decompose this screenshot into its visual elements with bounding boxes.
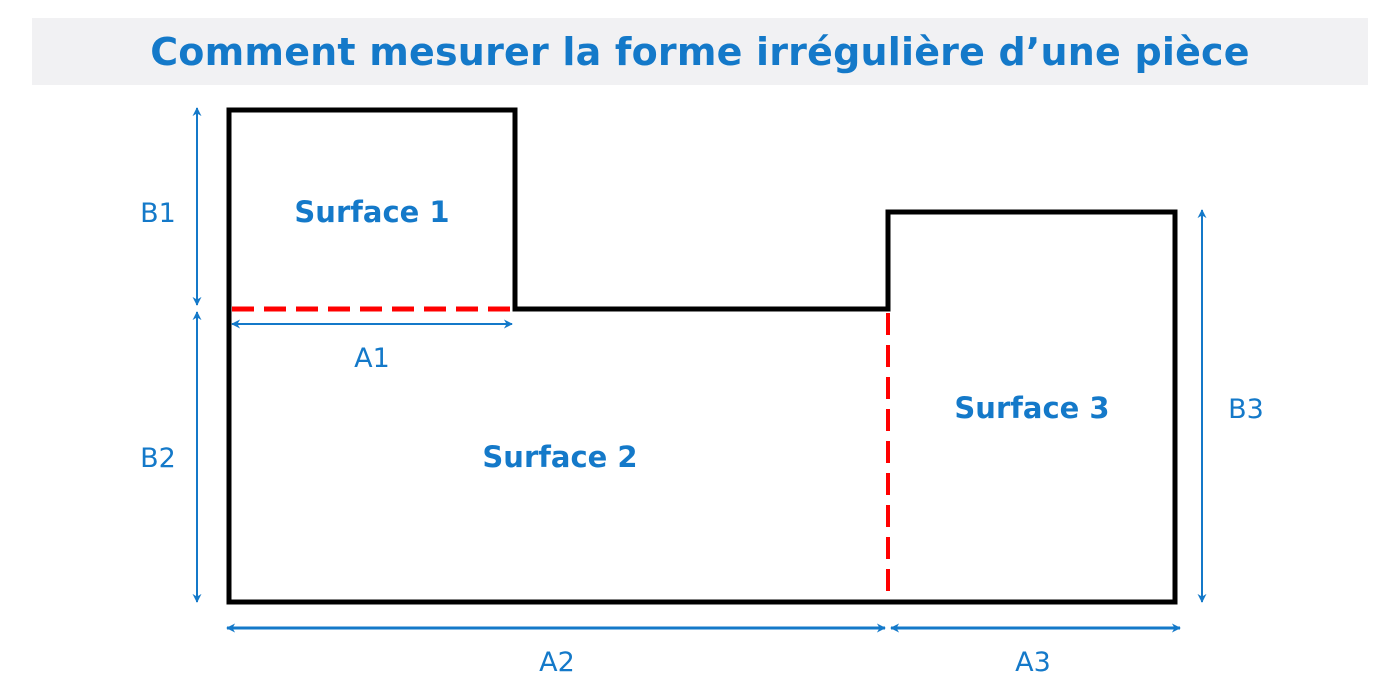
dimension-label-a2: A2	[539, 647, 575, 678]
dimension-label-a3: A3	[1015, 647, 1051, 678]
dimension-label-b3: B3	[1228, 394, 1264, 425]
surface-2-label: Surface 2	[482, 440, 637, 474]
title-bar: Comment mesurer la forme irrégulière d’u…	[32, 18, 1368, 85]
page-title: Comment mesurer la forme irrégulière d’u…	[150, 29, 1250, 74]
dimension-label-b2: B2	[140, 443, 176, 474]
surface-1-label: Surface 1	[294, 195, 449, 229]
surface-3-label: Surface 3	[954, 391, 1109, 425]
room-outline	[226, 107, 1178, 605]
dimension-label-a1: A1	[354, 343, 390, 374]
dimension-label-b1: B1	[140, 198, 176, 229]
